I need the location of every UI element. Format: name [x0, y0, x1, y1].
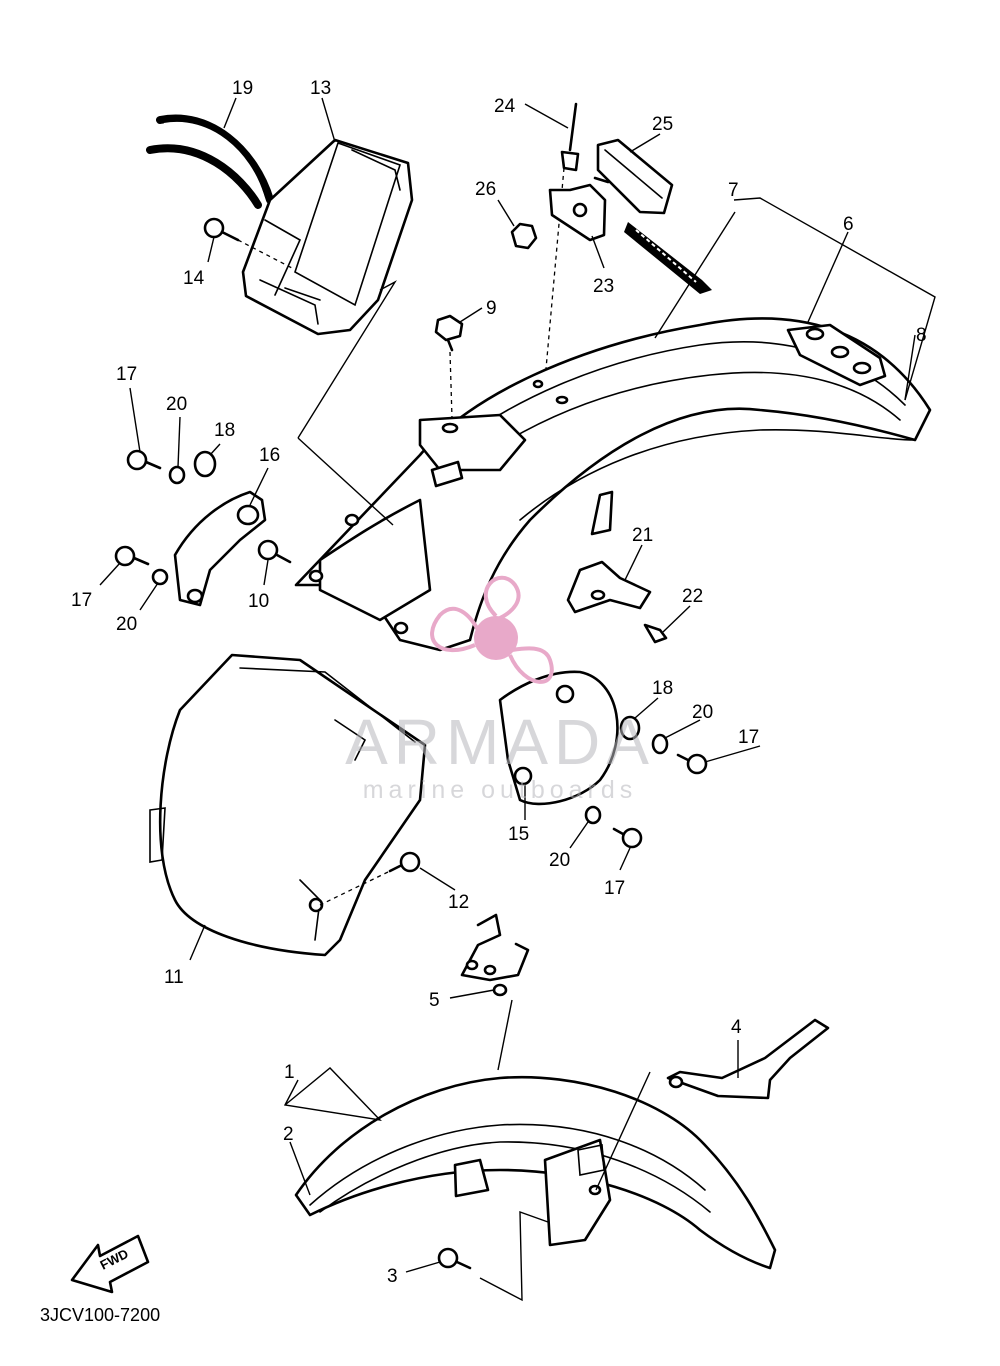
- watermark: ARMADA marine outboards: [345, 575, 655, 804]
- callout-1: 1: [284, 1062, 295, 1083]
- callout-15: 15: [508, 824, 529, 845]
- callout-23: 23: [593, 276, 614, 297]
- callout-26: 26: [475, 179, 496, 200]
- callout-17-b: 17: [71, 590, 92, 611]
- callout-11: 11: [164, 967, 184, 988]
- part-20-washer-lower: [151, 568, 169, 586]
- part-24-bolt: [544, 102, 580, 381]
- rear-fender: [294, 317, 932, 652]
- leader-lines: [99, 97, 936, 1302]
- part-17-bolt-lower-right: [612, 827, 643, 849]
- callout-19: 19: [232, 78, 253, 99]
- part-20-washer-lower-right: [584, 805, 602, 825]
- part-9-bolt: [434, 314, 464, 419]
- callout-22: 22: [682, 586, 703, 607]
- part-13-battery-box: [241, 138, 414, 336]
- callout-20-b: 20: [116, 614, 137, 635]
- part-6-plate: [786, 323, 887, 387]
- part-12-bolt: [319, 851, 421, 906]
- callout-9: 9: [486, 298, 497, 319]
- part-18-collar-lower: [619, 715, 641, 741]
- callout-labels: 19 13 14 24 25 26 23 7 6 8 9 17 20 18 16…: [71, 78, 927, 1287]
- callout-25: 25: [652, 114, 673, 135]
- part-23-bracket: [548, 176, 610, 242]
- part-26-nut: [510, 222, 538, 250]
- part-20-washer-upper: [168, 465, 186, 485]
- callout-18-a: 18: [214, 420, 235, 441]
- part-4-bracket: [666, 1018, 830, 1100]
- part-14-bolt: [203, 217, 293, 269]
- callout-13: 13: [310, 78, 331, 99]
- callout-24: 24: [494, 96, 516, 117]
- watermark-tagline: marine outboards: [363, 776, 638, 804]
- part-10-bolt: [257, 539, 292, 564]
- callout-20-c: 20: [692, 702, 713, 723]
- part-1-front-fender: [294, 1075, 777, 1270]
- watermark-brand: ARMADA: [345, 706, 655, 778]
- part-17-bolt-lower: [114, 545, 150, 567]
- callout-14: 14: [183, 268, 205, 289]
- part-21-clip: [566, 560, 652, 614]
- part-17-bolt-right: [676, 753, 708, 775]
- callout-17-c: 17: [738, 727, 759, 748]
- callout-20-d: 20: [549, 850, 570, 871]
- callout-6: 6: [843, 214, 854, 235]
- part-16-stay: [173, 490, 267, 607]
- callout-12: 12: [448, 892, 469, 913]
- part-19-seal-strip: [146, 114, 274, 209]
- part-22-screw: [643, 623, 668, 644]
- callout-8: 8: [916, 325, 927, 346]
- callout-4: 4: [731, 1017, 742, 1038]
- part-20-washer-right: [651, 733, 669, 755]
- part-5-bracket: [460, 913, 530, 997]
- callout-5: 5: [429, 990, 440, 1011]
- part-25-reflector: [596, 138, 674, 215]
- propeller-logo-icon: [430, 575, 554, 684]
- callout-21: 21: [632, 525, 653, 546]
- part-18-collar-upper: [193, 450, 217, 478]
- part-7-emblem: [624, 222, 712, 294]
- callout-16: 16: [259, 445, 280, 466]
- part-15-bracket: [498, 670, 619, 806]
- callout-17-a: 17: [116, 364, 137, 385]
- callout-18-b: 18: [652, 678, 673, 699]
- part-11-flap: [149, 653, 427, 957]
- callout-10: 10: [248, 591, 269, 612]
- callout-2: 2: [283, 1124, 294, 1145]
- diagram-code: 3JCV100-7200: [40, 1305, 160, 1325]
- part-17-bolt-upper: [126, 449, 162, 471]
- callout-3: 3: [387, 1266, 398, 1287]
- fwd-arrow-icon: [70, 1234, 150, 1294]
- callout-17-d: 17: [604, 878, 625, 899]
- part-3-bolt: [437, 1247, 472, 1270]
- callout-7: 7: [728, 180, 739, 201]
- callout-20-a: 20: [166, 394, 187, 415]
